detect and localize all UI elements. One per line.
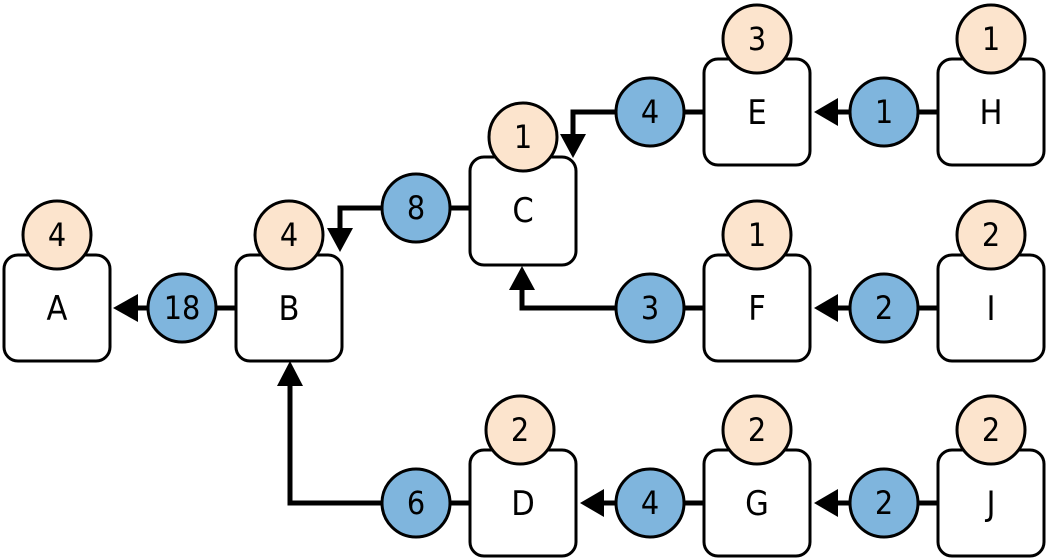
count-circle [487,101,559,173]
weight-badge-h-e: 1 [848,76,920,148]
weight-circle [614,272,686,344]
node-b: B [234,253,344,363]
weight-badge-j-g: 2 [848,467,920,539]
weight-circle [848,467,920,539]
count-circle [721,394,793,466]
node-label: H [979,93,1002,133]
count-badge-f: 1 [721,199,793,271]
weight-value: 18 [164,289,201,327]
weight-value: 2 [875,289,893,327]
node-label: E [747,93,766,133]
arrowhead-icon [327,228,353,252]
node-label: A [47,289,68,329]
weight-value: 6 [407,484,425,522]
arrowhead-icon [113,294,138,322]
node-h: H [936,57,1046,167]
arrowhead-icon [814,98,838,126]
count-badge-h: 1 [955,3,1027,75]
count-circle [253,199,325,271]
count-circle [721,199,793,271]
count-badge-b: 4 [253,199,325,271]
count-circle [721,3,793,75]
count-circle [484,394,556,466]
count-badge-a: 4 [21,199,93,271]
weight-badge-f-c: 3 [614,272,686,344]
weight-value: 4 [641,484,659,522]
count-badge-i: 2 [955,199,1027,271]
weight-circle [380,172,452,244]
weight-circle [848,272,920,344]
count-badge-d: 2 [484,394,556,466]
count-value: 1 [514,118,532,156]
count-badge-e: 3 [721,3,793,75]
weight-badge-i-f: 2 [848,272,920,344]
node-d: D [468,448,578,558]
count-circle [21,199,93,271]
weight-badge-d-b: 6 [380,467,452,539]
weight-badge-b-a: 18 [146,272,218,344]
node-f: F [702,253,812,363]
count-value: 1 [748,216,766,254]
count-value: 2 [982,411,1000,449]
count-circle [955,394,1027,466]
weight-badge-c-b: 8 [380,172,452,244]
arrowhead-icon [560,134,586,158]
weight-circle [146,272,218,344]
count-circle [955,199,1027,271]
count-value: 2 [511,411,529,449]
count-value: 3 [748,20,766,58]
weight-circle [614,467,686,539]
node-i: I [936,253,1046,363]
node-label: G [745,484,769,524]
node-a: A [2,253,112,363]
weight-circle [614,76,686,148]
node-label: I [986,289,995,329]
count-value: 2 [982,216,1000,254]
arrowhead-icon [509,266,535,290]
node-label: D [511,484,535,524]
count-value: 4 [280,216,298,254]
weight-value: 8 [407,189,425,227]
weight-value: 4 [641,93,659,131]
weight-circle [848,76,920,148]
weight-badge-e-c: 4 [614,76,686,148]
node-label: B [279,289,300,329]
count-value: 2 [748,411,766,449]
node-label: C [512,191,533,231]
arrowhead-icon [814,489,838,517]
count-badge-g: 2 [721,394,793,466]
weight-value: 3 [641,289,659,327]
weight-circle [380,467,452,539]
count-badge-c: 1 [487,101,559,173]
node-j: J [936,448,1046,558]
arrowhead-icon [814,294,838,322]
count-circle [955,3,1027,75]
node-label: F [748,289,766,329]
count-badge-j: 2 [955,394,1027,466]
weight-value: 2 [875,484,893,522]
node-c: C [468,155,578,267]
node-g: G [702,448,812,558]
count-value: 1 [982,20,1000,58]
weight-badge-g-d: 4 [614,467,686,539]
node-label: J [984,484,995,524]
node-e: E [702,57,812,167]
arrowhead-icon [580,489,604,517]
weight-value: 1 [875,93,893,131]
count-value: 4 [48,216,66,254]
arrowhead-icon [277,361,303,386]
